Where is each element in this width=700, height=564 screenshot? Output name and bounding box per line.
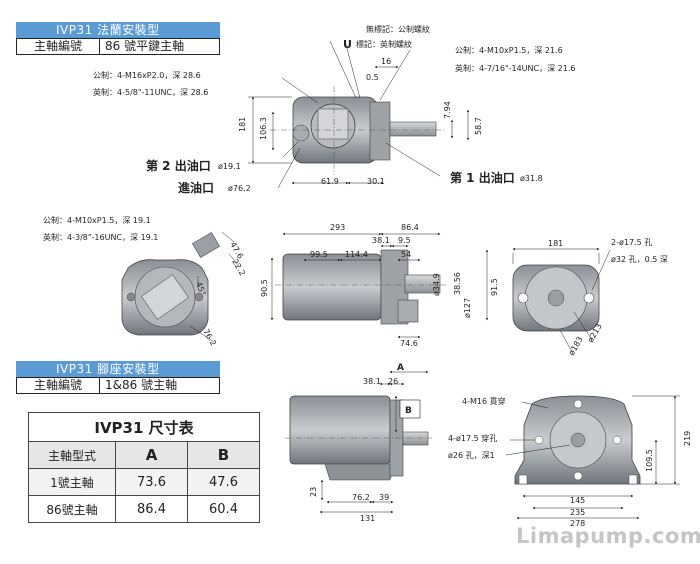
table-row: 1號主軸 73.6 47.6 bbox=[28, 468, 260, 496]
dim-23: 23 bbox=[309, 487, 318, 497]
dim-30-1: 30.1 bbox=[367, 177, 385, 186]
note-hole-32: ø32 孔，0.5 深 bbox=[611, 255, 668, 264]
dim-38-1: 38.1 bbox=[372, 236, 390, 245]
dim-34-9: ø34.9 bbox=[432, 273, 441, 296]
dim-293: 293 bbox=[330, 223, 345, 232]
dim-b-label: B bbox=[405, 406, 412, 416]
note-u-letter: U bbox=[343, 38, 352, 51]
dim-74-6: 74.6 bbox=[400, 339, 418, 348]
dim-219: 219 bbox=[683, 431, 692, 446]
dim-76-2: 76.2 bbox=[201, 328, 218, 348]
table-cell-a: 73.6 bbox=[115, 468, 188, 496]
dim-76-2-b: 76.2 bbox=[352, 493, 370, 502]
note-hole-2: 2-ø17.5 孔 bbox=[611, 238, 652, 247]
dim-91-5: 91.5 bbox=[490, 278, 499, 296]
dim-278: 278 bbox=[570, 519, 585, 528]
dim-99-5: 99.5 bbox=[310, 250, 328, 259]
dim-114-4: 114.4 bbox=[345, 250, 368, 259]
flange-shaft-value: 86 號平鍵主軸 bbox=[105, 39, 185, 53]
side-view bbox=[275, 249, 448, 325]
dim-38-1-b: 38.1 bbox=[363, 377, 381, 386]
flange-front-view bbox=[270, 86, 445, 175]
flange-section-title: IVP31 法蘭安裝型 bbox=[16, 22, 220, 39]
watermark-logo: Limapump.com bbox=[516, 524, 700, 548]
table-title: IVP31 尺寸表 bbox=[28, 412, 260, 442]
dim-a-label: A bbox=[397, 363, 404, 373]
note-hole-26: ø26 孔，深1 bbox=[448, 451, 495, 460]
dim-90-5: 90.5 bbox=[260, 279, 269, 297]
foot-shaft-value: 1&86 號主軸 bbox=[105, 378, 178, 392]
dim-22-2: 22.2 bbox=[230, 258, 247, 278]
table-cell-type: 1號主軸 bbox=[28, 468, 116, 496]
label-inlet-size: ø76.2 bbox=[228, 184, 251, 193]
label-inlet: 進油口 bbox=[178, 180, 214, 195]
dim-109-5: 109.5 bbox=[645, 449, 654, 472]
dim-131: 131 bbox=[360, 514, 375, 523]
dim-39: 39 bbox=[379, 493, 389, 502]
dim-106-3: 106.3 bbox=[259, 117, 268, 140]
note-hole-4: 4-ø17.5 穿孔 bbox=[448, 433, 497, 443]
dim-26: 26 bbox=[388, 377, 398, 386]
dim-86-4: 86.4 bbox=[401, 223, 419, 232]
dim-61-9: 61.9 bbox=[321, 177, 339, 186]
table-cell-b: 47.6 bbox=[187, 468, 260, 496]
note-imperial-58: 英制：4-5/8"-11UNC，深 28.6 bbox=[93, 87, 208, 97]
dim-145: 145 bbox=[570, 496, 585, 505]
dim-54: 54 bbox=[401, 250, 411, 259]
note-u-mark: 標記：英制螺紋 bbox=[356, 39, 412, 49]
dim-183: ø183 bbox=[567, 335, 585, 357]
flange-shaft-label: 主軸編號 bbox=[17, 39, 100, 54]
dim-58-7: 58.7 bbox=[474, 117, 483, 135]
foot-shaft-row: 主軸編號 1&86 號主軸 bbox=[16, 377, 220, 394]
table-cell-b: 60.4 bbox=[187, 495, 260, 523]
dim-235: 235 bbox=[570, 508, 585, 517]
foot-shaft-label: 主軸編號 bbox=[17, 378, 100, 393]
note-imperial-38: 英制：4-3/8"-16UNC，深 19.1 bbox=[43, 232, 158, 242]
note-metric-m10-left: 公制：4-M10xP1.5，深 19.1 bbox=[43, 215, 151, 225]
dim-0-5: 0.5 bbox=[366, 73, 379, 82]
foot-front-view bbox=[514, 395, 641, 485]
table-cell-type: 86號主軸 bbox=[28, 495, 116, 523]
note-m16-thru: 4-M16 貫穿 bbox=[462, 396, 506, 406]
end-view bbox=[121, 232, 220, 336]
label-outlet-1-size: ø31.8 bbox=[520, 174, 543, 183]
dim-7-94: 7.94 bbox=[443, 101, 452, 119]
table-header-type: 主軸型式 bbox=[28, 441, 116, 469]
label-outlet-2-size: ø19.1 bbox=[218, 162, 241, 171]
dim-181-b: 181 bbox=[548, 239, 563, 248]
dim-127: ø127 bbox=[463, 298, 472, 318]
note-no-mark: 無標記：公制螺紋 bbox=[366, 24, 430, 34]
foot-section-title: IVP31 腳座安裝型 bbox=[16, 361, 220, 378]
dim-9-5: 9.5 bbox=[398, 236, 411, 245]
label-outlet-2: 第 2 出油口 bbox=[146, 158, 211, 173]
table-header-b: B bbox=[187, 441, 260, 469]
dim-38-56: 38.56 bbox=[453, 272, 462, 295]
flange-shaft-row: 主軸編號 86 號平鍵主軸 bbox=[16, 38, 220, 55]
dim-16: 16 bbox=[381, 57, 391, 66]
note-metric-m10-right: 公制：4-M10xP1.5，深 21.6 bbox=[455, 45, 563, 55]
note-metric-m16: 公制：4-M16xP2.0，深 28.6 bbox=[93, 70, 201, 80]
dimension-table: IVP31 尺寸表 主軸型式 A B 1號主軸 73.6 47.6 86號主軸 … bbox=[28, 412, 260, 523]
flange-face-view bbox=[512, 264, 600, 332]
table-row: 86號主軸 86.4 60.4 bbox=[28, 495, 260, 523]
dim-181: 181 bbox=[238, 117, 247, 132]
table-header-a: A bbox=[115, 441, 188, 469]
foot-side-view bbox=[285, 395, 432, 481]
note-imperial-716: 英制：4-7/16"-14UNC，深 21.6 bbox=[455, 63, 575, 73]
label-outlet-1: 第 1 出油口 bbox=[450, 170, 515, 185]
